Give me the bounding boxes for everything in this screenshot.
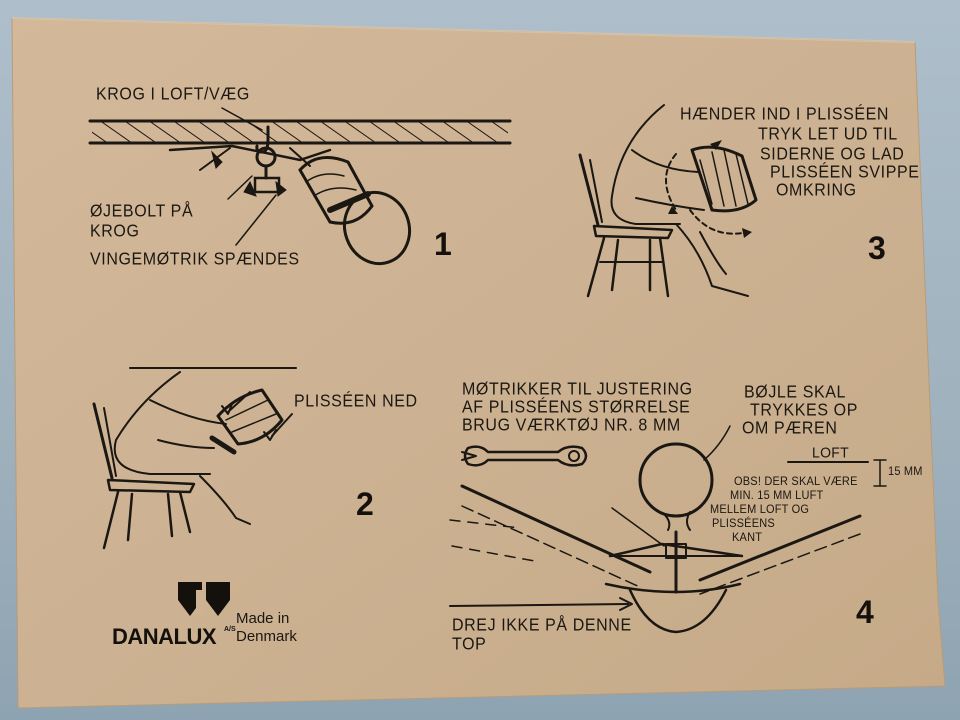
obs-line5: KANT <box>732 531 763 545</box>
hook-label: KROG I LOFT/VÆG <box>96 85 250 104</box>
obs-line1: OBS! DER SKAL VÆRE <box>734 475 858 489</box>
made-in-line1: Made in <box>236 610 290 627</box>
bracket-label-line2: TRYKKES OP <box>750 401 858 420</box>
panel3-line3: SIDERNE OG LAD <box>760 145 905 164</box>
step-2-number: 2 <box>356 486 374 522</box>
panel3-line4: PLISSÉEN SVIPPE <box>770 163 920 182</box>
panel4-illustration <box>449 425 887 634</box>
step-1-number: 1 <box>434 226 452 262</box>
brand-suffix: A/S <box>224 626 236 633</box>
pleat-down-label: PLISSÉEN NED <box>294 392 418 411</box>
wingnut-label: VINGEMØTRIK SPÆNDES <box>90 250 300 269</box>
bracket-label-line1: BØJLE SKAL <box>744 383 847 402</box>
obs-line4: PLISSÉENS <box>712 517 775 531</box>
panel3-line1: HÆNDER IND I PLISSÉEN <box>680 105 890 124</box>
panel2-illustration <box>92 367 297 550</box>
danalux-logo-icon <box>178 582 230 616</box>
panel1-illustration <box>88 107 512 266</box>
step-4-number: 4 <box>856 594 874 630</box>
obs-line2: MIN. 15 MM LUFT <box>730 489 824 503</box>
panel3-line2: TRYK LET UD TIL <box>758 125 898 144</box>
brand-name: DANALUX <box>112 624 217 649</box>
panel3-illustration <box>578 104 758 298</box>
panel3-line5: OMKRING <box>776 181 857 200</box>
nuts-label-line3: BRUG VÆRKTØJ NR. 8 MM <box>462 416 681 435</box>
eyebolt-label-line1: ØJEBOLT PÅ <box>90 202 194 221</box>
step-3-number: 3 <box>868 230 886 266</box>
ceiling-label: LOFT <box>812 443 849 461</box>
nuts-label-line1: MØTRIKKER TIL JUSTERING <box>462 380 693 399</box>
top-warning-line2: TOP <box>452 635 487 654</box>
bracket-label-line3: OM PÆREN <box>742 419 838 438</box>
gap-label: 15 MM <box>888 465 923 479</box>
top-warning-line1: DREJ IKKE PÅ DENNE <box>452 616 632 635</box>
wrench-icon <box>461 445 588 467</box>
obs-line3: MELLEM LOFT OG <box>710 503 810 517</box>
ceiling-hatch <box>92 121 508 143</box>
eyebolt-label-line2: KROG <box>90 222 140 241</box>
nuts-label-line2: AF PLISSÉENS STØRRELSE <box>462 398 691 417</box>
made-in-line2: Denmark <box>236 628 297 645</box>
